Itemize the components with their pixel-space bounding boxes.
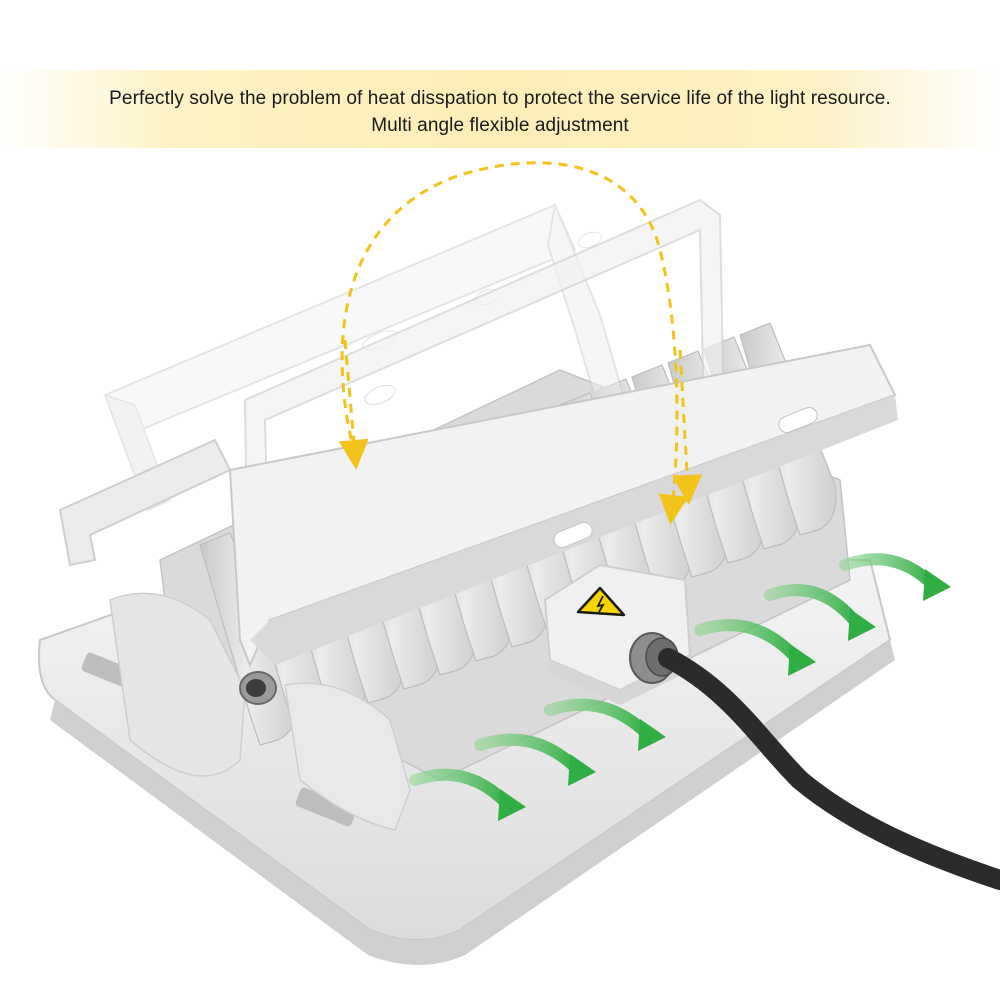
green-airflow-arrow — [764, 584, 876, 641]
green-airflow-arrow — [474, 733, 596, 786]
power-cable — [658, 648, 1000, 890]
yellow-dashed-rotation-arrow — [338, 161, 703, 525]
caption-line-1: Perfectly solve the problem of heat diss… — [109, 88, 891, 109]
green-airflow-arrows — [409, 553, 951, 821]
green-airflow-arrow — [839, 553, 951, 601]
green-airflow-arrow — [544, 698, 666, 751]
caption-line-2: Multi angle flexible adjustment — [371, 115, 629, 136]
green-airflow-arrow — [409, 768, 526, 821]
caption-banner — [0, 70, 1000, 148]
electrical-hazard-warning-icon — [576, 586, 626, 617]
mounting-ears — [109, 592, 411, 831]
mounting-bracket — [58, 343, 898, 668]
green-airflow-arrow — [694, 619, 816, 676]
hex-screw — [239, 671, 277, 705]
